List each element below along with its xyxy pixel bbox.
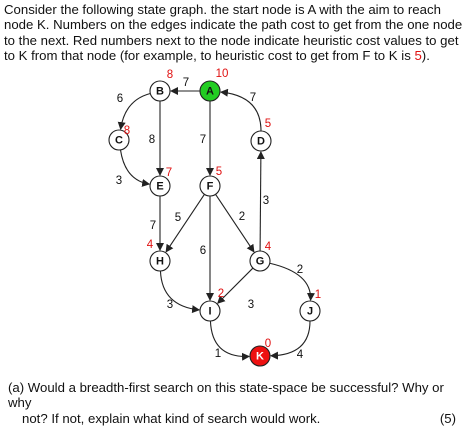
node-c-label: C (115, 134, 123, 146)
node-g-label: G (256, 255, 265, 267)
edge-g-i (217, 267, 254, 304)
node-c-circle (108, 129, 130, 151)
node-g-heuristic: 4 (265, 241, 272, 253)
node-b: B8 (149, 69, 173, 102)
edge-d-a (219, 88, 262, 132)
node-k: K0 (249, 338, 271, 367)
node-f-heuristic: 5 (216, 166, 222, 178)
edge-cost-f-g: 2 (239, 211, 245, 223)
node-e-heuristic: 7 (166, 167, 172, 179)
node-d-heuristic: 5 (265, 118, 271, 130)
problem-statement-end: ). (421, 48, 430, 64)
node-b-label: B (156, 85, 164, 97)
node-k-circle (249, 345, 271, 367)
node-i: I2 (199, 288, 224, 322)
node-c-heuristic: 8 (124, 125, 130, 137)
question-marks: (5) (439, 410, 456, 426)
node-i-label: I (208, 305, 211, 317)
node-a-label: A (206, 85, 214, 97)
node-h-heuristic: 4 (147, 239, 154, 251)
node-k-heuristic: 0 (265, 338, 271, 350)
node-g: G4 (249, 241, 272, 272)
edge-cost-b-c: 6 (117, 93, 123, 105)
node-f-circle (199, 175, 221, 197)
node-e: E7 (149, 167, 172, 197)
edge-cost-g-i: 3 (248, 299, 254, 311)
question-text-line1: Would a breadth-first search on this sta… (8, 380, 444, 411)
edge-c-e (119, 149, 151, 187)
edge-cost-c-e: 3 (116, 175, 122, 187)
edge-cost-b-e: 8 (149, 134, 155, 146)
edge-cost-i-k: 1 (215, 348, 221, 360)
node-j-label: J (307, 305, 313, 317)
edge-i-k (209, 320, 251, 361)
node-b-circle (149, 80, 171, 102)
edge-cost-d-a: 7 (250, 92, 256, 104)
node-d-label: D (257, 135, 265, 147)
node-k-label: K (256, 350, 264, 362)
node-e-circle (149, 175, 171, 197)
node-c: C8 (108, 125, 130, 151)
node-d-circle (250, 130, 272, 152)
node-a: A10 (199, 68, 229, 102)
node-b-heuristic: 8 (167, 69, 173, 81)
node-h: H4 (147, 239, 171, 272)
node-f: F5 (199, 166, 222, 197)
node-j-heuristic: 1 (315, 289, 321, 301)
example-heuristic-value: 5 (414, 48, 422, 64)
edge-cost-g-d: 3 (263, 195, 269, 207)
edge-g-j (269, 262, 315, 302)
edge-g-d (256, 151, 265, 252)
node-i-heuristic: 2 (218, 288, 224, 300)
edge-cost-e-h: 7 (150, 220, 156, 232)
question-a: (a) Would a breadth-first search on this… (8, 380, 470, 426)
edge-f-h (165, 194, 205, 253)
edge-cost-h-i: 3 (167, 299, 173, 311)
node-f-label: F (207, 180, 214, 192)
problem-statement-text: Consider the following state graph. the … (4, 2, 463, 64)
edge-cost-a-b: 7 (183, 77, 189, 89)
node-j-circle (299, 300, 321, 322)
edge-j-k (269, 320, 311, 360)
node-g-circle (249, 250, 271, 272)
node-e-label: E (156, 180, 163, 192)
edge-cost-f-i: 6 (200, 245, 206, 257)
problem-statement: Consider the following state graph. the … (4, 2, 472, 64)
edge-cost-g-j: 2 (297, 264, 303, 276)
edge-h-i (159, 270, 201, 314)
node-i-circle (199, 300, 221, 322)
node-d: D5 (250, 118, 272, 152)
edge-f-g (215, 194, 255, 253)
node-a-heuristic: 10 (216, 68, 229, 80)
edge-cost-a-f: 7 (200, 134, 206, 146)
node-a-circle (199, 80, 221, 102)
edge-cost-f-h: 5 (175, 212, 181, 224)
question-text-line2: not? If not, explain what kind of search… (22, 410, 321, 426)
question-label: (a) (8, 380, 25, 395)
edge-cost-j-k: 4 (297, 349, 304, 361)
node-j: J1 (299, 289, 321, 322)
edge-b-c (117, 92, 151, 131)
node-h-circle (149, 250, 171, 272)
node-h-label: H (156, 255, 164, 267)
